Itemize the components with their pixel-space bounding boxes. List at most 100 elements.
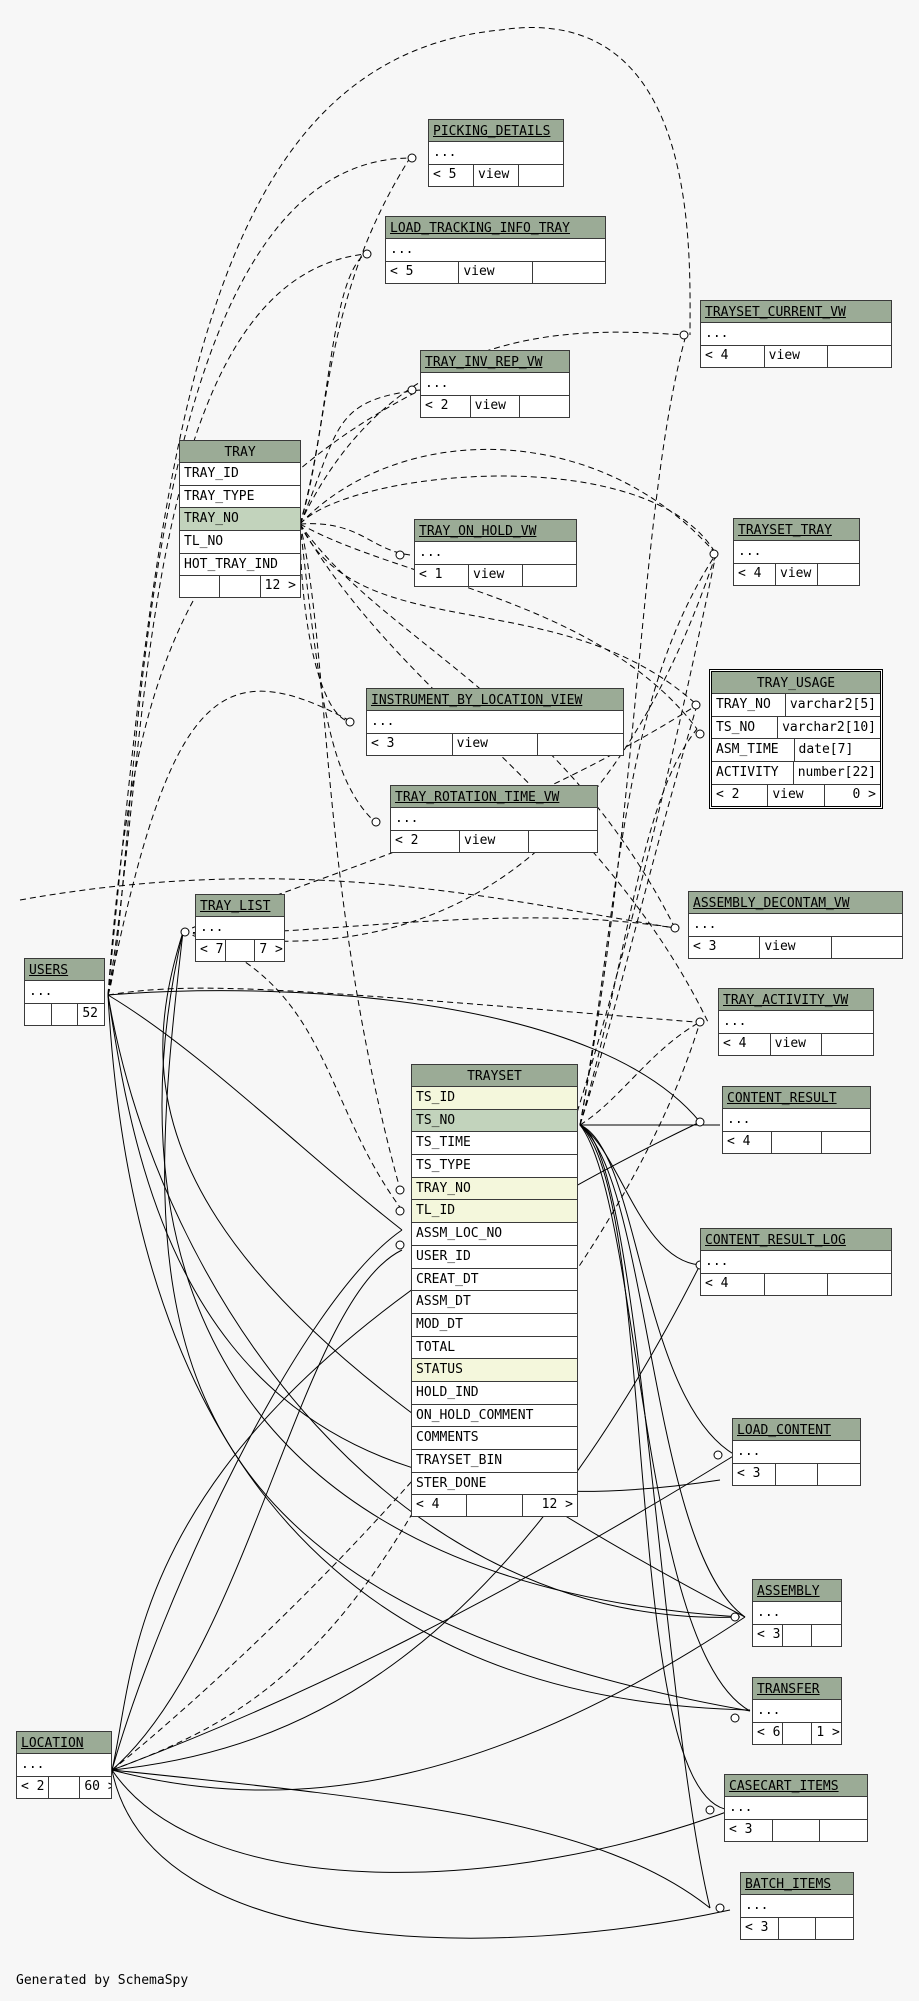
table-title: LOAD_TRACKING_INFO_TRAY <box>386 217 605 239</box>
table-footer: < 260 > <box>17 1776 111 1798</box>
table-trayset[interactable]: TRAYSET TS_ID TS_NO TS_TIME TS_TYPE TRAY… <box>411 1064 578 1518</box>
table-row: ... <box>719 1011 873 1034</box>
table-row: TOTAL <box>412 1337 577 1360</box>
table-row: ... <box>753 1700 841 1723</box>
table-title: LOCATION <box>17 1732 111 1754</box>
table-row: ... <box>701 323 891 346</box>
table-title: TRAYSET_CURRENT_VW <box>701 301 891 323</box>
table-row: ... <box>415 542 576 565</box>
table-title: ASSEMBLY <box>753 1580 841 1602</box>
table-row: ... <box>196 917 284 940</box>
table-row: TS_ID <box>412 1087 577 1110</box>
table-row: TS_TYPE <box>412 1155 577 1178</box>
table-footer: < 3 <box>725 1819 867 1841</box>
table-row: ... <box>741 1895 853 1918</box>
table-title: CONTENT_RESULT_LOG <box>701 1229 891 1251</box>
table-title: PICKING_DETAILS <box>429 120 563 142</box>
table-row: STER_DONE <box>412 1473 577 1496</box>
table-row: ... <box>391 808 597 831</box>
table-row: ... <box>689 914 902 937</box>
table-footer: < 4 <box>701 1273 891 1295</box>
table-title: TRAY_INV_REP_VW <box>421 351 569 373</box>
table-title: TRAY_USAGE <box>712 672 880 694</box>
table-row: ... <box>429 142 563 165</box>
table-row: HOLD_IND <box>412 1382 577 1405</box>
table-row: MOD_DT <box>412 1314 577 1337</box>
table-row: COMMENTS <box>412 1427 577 1450</box>
table-row: ASSM_DT <box>412 1291 577 1314</box>
table-title: TRAY_ON_HOLD_VW <box>415 520 576 542</box>
table-title: BATCH_ITEMS <box>741 1873 853 1895</box>
table-footer: 52 > <box>25 1003 104 1025</box>
table-footer: 12 > <box>180 576 300 598</box>
table-batch-items[interactable]: BATCH_ITEMS ... < 3 <box>740 1872 854 1940</box>
table-title: TRAY_LIST <box>196 895 284 917</box>
table-title: TRAYSET <box>412 1065 577 1087</box>
table-tray[interactable]: TRAY TRAY_ID TRAY_TYPE TRAY_NO TL_NO HOT… <box>179 440 301 599</box>
table-assembly[interactable]: ASSEMBLY ... < 3 <box>752 1579 842 1647</box>
table-row: ... <box>367 711 623 734</box>
table-location[interactable]: LOCATION ... < 260 > <box>16 1731 112 1799</box>
table-title: TRAY_ACTIVITY_VW <box>719 989 873 1011</box>
table-footer: < 4 <box>723 1131 870 1153</box>
table-row: ... <box>725 1797 867 1820</box>
table-title: CONTENT_RESULT <box>723 1087 870 1109</box>
table-row: ... <box>25 981 104 1004</box>
table-title: TRAY_ROTATION_TIME_VW <box>391 786 597 808</box>
table-title: TRAYSET_TRAY <box>734 519 859 541</box>
table-row: ... <box>723 1109 870 1132</box>
table-users[interactable]: USERS ... 52 > <box>24 958 105 1026</box>
table-title: USERS <box>25 959 104 981</box>
table-title: CASECART_ITEMS <box>725 1775 867 1797</box>
table-content-result-log[interactable]: CONTENT_RESULT_LOG ... < 4 <box>700 1228 892 1296</box>
table-title: ASSEMBLY_DECONTAM_VW <box>689 892 902 914</box>
table-row: TS_TIME <box>412 1132 577 1156</box>
table-title: TRAY <box>180 441 300 463</box>
table-casecart-items[interactable]: CASECART_ITEMS ... < 3 <box>724 1774 868 1842</box>
table-row: TL_NO <box>180 531 300 554</box>
table-title: INSTRUMENT_BY_LOCATION_VIEW <box>367 689 623 711</box>
table-load-content[interactable]: LOAD_CONTENT ... < 3 <box>732 1418 861 1486</box>
relationship-markers <box>180 153 740 1913</box>
table-row: ... <box>386 239 605 262</box>
table-row: TRAY_ID <box>180 463 300 486</box>
table-footer: < 3 <box>741 1917 853 1939</box>
table-row: ... <box>17 1754 111 1777</box>
table-row: TRAY_TYPE <box>180 486 300 509</box>
table-row: USER_ID <box>412 1246 577 1269</box>
table-row: CREAT_DT <box>412 1269 577 1292</box>
implied-relationships <box>19 27 717 1771</box>
table-content-result[interactable]: CONTENT_RESULT ... < 4 <box>722 1086 871 1154</box>
table-row: ... <box>734 541 859 564</box>
table-row: ... <box>753 1602 841 1625</box>
table-row: TS_NO <box>412 1109 577 1133</box>
